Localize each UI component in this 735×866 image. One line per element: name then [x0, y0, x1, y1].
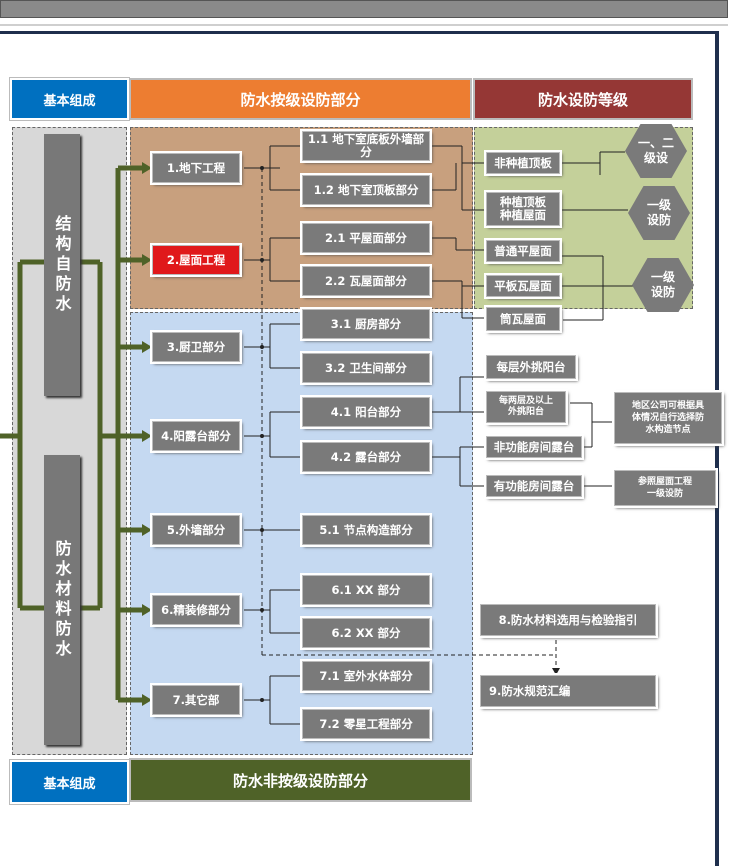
sub-item-2-1[interactable]: 2.1 平屋面部分 [300, 221, 432, 255]
sub-item-6-1[interactable]: 6.1 XX 部分 [300, 573, 432, 607]
material-waterproof-column: 防水材料防水 [44, 455, 80, 745]
category-kitchen-bath[interactable]: 3.厨卫部分 [150, 330, 242, 364]
top-bar [0, 0, 728, 18]
sub-item-1-1[interactable]: 1.1 地下室底板外墙部分 [300, 129, 432, 163]
note-refer-roof: 参照屋面工程 一级设防 [612, 468, 718, 508]
category-roof[interactable]: 2.屋面工程 [150, 243, 242, 277]
sub-item-5-1[interactable]: 5.1 节点构造部分 [300, 513, 432, 547]
levels-header: 防水设防等级 [475, 80, 691, 118]
right-item-barrel-tile-roof[interactable]: 筒瓦屋面 [484, 305, 562, 333]
category-fit-out[interactable]: 6.精装修部分 [150, 593, 242, 627]
sub-item-2-2[interactable]: 2.2 瓦屋面部分 [300, 264, 432, 298]
graded-header: 防水按级设防部分 [131, 80, 470, 118]
right-item-flat-roof[interactable]: 普通平屋面 [484, 238, 562, 264]
category-exterior-wall[interactable]: 5.外墙部分 [150, 513, 242, 547]
sub-item-4-1[interactable]: 4.1 阳台部分 [300, 395, 432, 429]
non-graded-header: 防水非按级设防部分 [131, 760, 470, 800]
sub-item-7-2[interactable]: 7.2 零星工程部分 [300, 707, 432, 741]
category-balcony[interactable]: 4.阳露台部分 [150, 419, 242, 453]
right-item-non-planted-roof[interactable]: 非种植顶板 [484, 150, 562, 176]
sub-item-7-1[interactable]: 7.1 室外水体部分 [300, 659, 432, 693]
right-item-cantilever-balcony[interactable]: 每层外挑阳台 [484, 353, 578, 381]
guide-regulations[interactable]: 9.防水规范汇编 [478, 673, 658, 709]
sub-item-1-2[interactable]: 1.2 地下室顶板部分 [300, 173, 432, 207]
sub-item-6-2[interactable]: 6.2 XX 部分 [300, 616, 432, 650]
basic-header-bottom: 基本组成 [10, 760, 129, 804]
sub-item-4-2[interactable]: 4.2 露台部分 [300, 440, 432, 474]
right-item-flat-tile-roof[interactable]: 平板瓦屋面 [484, 273, 562, 299]
category-others[interactable]: 7.其它部 [150, 683, 242, 717]
right-item-functional-terrace[interactable]: 有功能房间露台 [484, 473, 584, 499]
note-region-choice: 地区公司可根据具 体情况自行选择防 水构造节点 [612, 390, 724, 446]
right-item-planted-roof[interactable]: 种植顶板 种植屋面 [484, 190, 562, 228]
sub-item-3-1[interactable]: 3.1 厨房部分 [300, 307, 432, 341]
category-underground[interactable]: 1.地下工程 [150, 151, 242, 185]
guide-material-selection[interactable]: 8.防水材料选用与检验指引 [478, 602, 658, 638]
divider [0, 24, 728, 26]
frame-border [0, 31, 719, 866]
basic-header-top: 基本组成 [10, 78, 129, 120]
right-item-multi-floor-balcony[interactable]: 每两层及以上 外挑阳台 [484, 389, 568, 425]
sub-item-3-2[interactable]: 3.2 卫生间部分 [300, 351, 432, 385]
structural-waterproof-column: 结构自防水 [44, 134, 80, 396]
right-item-nonfunctional-terrace[interactable]: 非功能房间露台 [484, 434, 584, 460]
